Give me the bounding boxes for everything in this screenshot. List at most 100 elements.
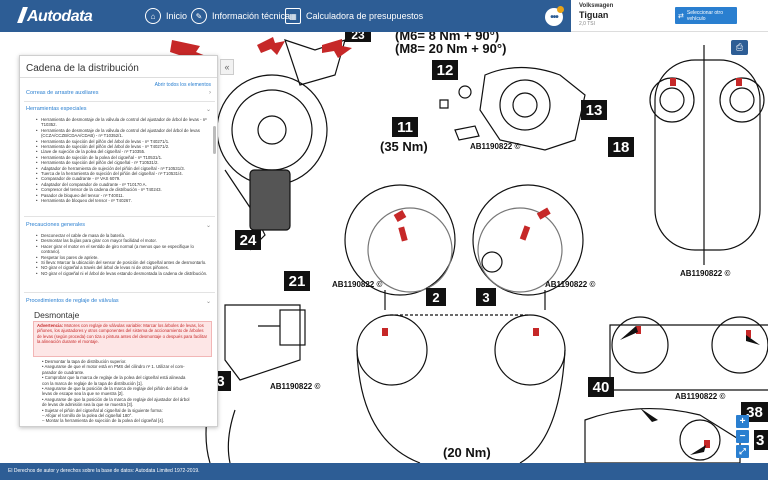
ref-code-3: AB1190822 © xyxy=(332,280,383,289)
nav-technical-info[interactable]: ✎ Información técnica xyxy=(191,6,290,26)
calculator-icon: ▦ xyxy=(285,8,301,24)
callout-24: 24 xyxy=(235,230,261,250)
torque-20nm: (20 Nm) xyxy=(443,445,491,460)
procedure-panel: Cadena de la distribución Abrir todos lo… xyxy=(19,55,218,427)
chevron-right-icon: › xyxy=(209,90,211,96)
plus-icon: + xyxy=(739,416,746,427)
list-item: Herramienta de sujeción del piñón del ár… xyxy=(36,139,212,145)
list-item: parador de cuadrante. xyxy=(42,369,85,375)
panel-scrollbar[interactable] xyxy=(213,126,216,154)
list-item: Desconectar el cable de masa de la bater… xyxy=(36,233,212,239)
fit-screen-button[interactable]: ⤢ xyxy=(736,445,749,458)
wrench-icon: ✎ xyxy=(191,8,207,24)
expand-icon: ⤢ xyxy=(739,446,746,456)
list-item: de levas de admisión sea la que se muest… xyxy=(42,402,134,408)
list-item: NO girar el cigüeñal a través del árbol … xyxy=(36,265,212,271)
select-vehicle-button[interactable]: ⇄ Seleccionar otro vehículo xyxy=(675,7,737,24)
list-item: Desmontar las bujías para girar con mayo… xyxy=(36,238,212,244)
list-item: Herramienta de sujeción del piñón del ár… xyxy=(36,144,212,150)
list-item: Herramienta de desmontaje de la válvula … xyxy=(36,128,212,139)
warning-text: Motores con reglaje de válvulas variable… xyxy=(37,323,208,345)
section-general-precautions[interactable]: Precauciones generales ⌄ xyxy=(26,222,211,229)
callout-40: 40 xyxy=(588,377,614,397)
callout-21: 21 xyxy=(284,271,310,291)
torque-35nm: (35 Nm) xyxy=(380,139,428,154)
zoom-in-button[interactable]: + xyxy=(736,415,749,428)
list-item: Herramienta de sujeción de la polea del … xyxy=(36,155,212,161)
section-accessory-belts[interactable]: Correas de arrastre auxiliares › xyxy=(26,90,211,96)
notification-badge xyxy=(557,6,564,13)
swap-icon: ⇄ xyxy=(678,12,684,20)
list-item: Herramienta de sujeción del piñón del ci… xyxy=(36,160,212,166)
list-item: Llave de sujeción de la polea del cigüeñ… xyxy=(36,149,212,155)
camshaft-gear-left xyxy=(216,74,328,186)
list-item: – Afojar el tornillo de la polea del cig… xyxy=(42,413,133,419)
section-divider xyxy=(24,101,215,102)
top-bar: Autodata ⌂ Inicio ✎ Información técnica … xyxy=(0,0,768,32)
panel-divider xyxy=(20,77,217,78)
ref-code-4: AB1190822 © xyxy=(545,280,596,289)
callout-2: 2 xyxy=(426,288,446,306)
callout-11: 11 xyxy=(392,117,418,137)
callout-18: 18 xyxy=(608,137,634,157)
torque-m8: (M8= 20 Nm + 90°) xyxy=(395,41,507,56)
list-item: • Asegurarse de que la posición de la ma… xyxy=(42,386,189,392)
ref-code-6: AB1190822 © xyxy=(675,392,726,401)
special-tools-list: Herramienta de desmontaje de la válvula … xyxy=(36,117,212,204)
list-item: con la marca de reglaje de la tapa de di… xyxy=(42,380,143,386)
removal-heading: Desmontaje xyxy=(34,310,80,320)
vehicle-panel: Volkswagen Tiguan 2,0 TSI ⇄ Seleccionar … xyxy=(571,0,768,32)
vehicle-make: Volkswagen xyxy=(579,3,614,9)
ref-code-1: AB1190822 © xyxy=(470,142,521,151)
section-divider xyxy=(24,292,215,293)
callout-3-edge: 3 xyxy=(754,430,768,450)
list-item: • Desmontar la tapa de distribución supe… xyxy=(42,359,127,364)
autodata-logo[interactable]: Autodata xyxy=(17,7,93,26)
warning-box: Advertencia: Motores con reglaje de válv… xyxy=(33,321,212,357)
list-item: Herramienta de bloqueo del tensor - nº T… xyxy=(36,198,212,204)
list-item: Tuerca de la herramienta de sujeción del… xyxy=(36,171,212,177)
warning-label: Advertencia: xyxy=(37,323,64,328)
nav-technical-info-label: Información técnica xyxy=(212,11,291,21)
footer-bar: El Derechos de autor y derechos sobre la… xyxy=(0,463,768,480)
removal-steps: • Desmontar la tapa de distribución supe… xyxy=(42,359,212,424)
list-item: NO girar el cigüeñal ni el árbol de leva… xyxy=(36,271,212,277)
print-icon: ⎙ xyxy=(735,42,744,52)
section-special-tools[interactable]: Herramientas especiales ⌄ xyxy=(26,106,211,113)
callout-23: 23 xyxy=(345,32,371,42)
collapse-panel-button[interactable]: « xyxy=(220,59,234,75)
expand-all-link[interactable]: Abrir todos los elementos xyxy=(154,82,211,88)
list-item: Respetar los pares de apriete. xyxy=(36,255,212,261)
copyright-text: El Derechos de autor y derechos sobre la… xyxy=(8,468,200,474)
vehicle-model: Tiguan xyxy=(579,10,609,20)
list-item: • Comprobar que la marca de reglaje de l… xyxy=(42,375,186,381)
ref-code-2: AB1190822 © xyxy=(680,269,731,278)
list-item: Si lleva: Marcar la ubicación del sensor… xyxy=(36,260,212,266)
chevron-down-icon: ⌄ xyxy=(205,223,211,229)
nav-calculator-label: Calculadora de presupuestos xyxy=(306,11,424,21)
list-item: • Sujetar el piñón del cigüeñal al cigüe… xyxy=(42,407,163,413)
list-item: • Asegurarse de que la posición de la ma… xyxy=(42,396,190,402)
torque-m6: (M6= 8 Nm + 90°) xyxy=(395,32,500,43)
list-item: Compresor del tensor de la cadena de dis… xyxy=(36,187,212,193)
zoom-out-button[interactable]: − xyxy=(736,430,749,443)
list-item: Adaptador del comparador de cuadrante - … xyxy=(36,182,212,188)
list-item: levas de escape sea la que se muestra [2… xyxy=(42,391,124,397)
list-item: – Montar la herramienta de sujeción de l… xyxy=(42,418,165,424)
print-button[interactable]: ⎙ xyxy=(731,40,748,55)
chevron-down-icon: ⌄ xyxy=(205,299,211,305)
vehicle-engine: 2,0 TSI xyxy=(579,21,596,27)
nav-calculator[interactable]: ▦ Calculadora de presupuestos xyxy=(285,6,423,26)
callout-13: 13 xyxy=(581,100,607,120)
chevron-down-icon: ⌄ xyxy=(205,107,211,113)
section-valve-timing[interactable]: Procedimientos de reglaje de válvulas ⌄ xyxy=(26,298,211,305)
ref-code-5: AB1190822 © xyxy=(270,382,321,391)
home-icon: ⌂ xyxy=(145,8,161,24)
precautions-list: Desconectar el cable de masa de la bater… xyxy=(36,233,212,277)
list-item: Pasador de bloqueo del tensor - nº T4001… xyxy=(36,193,212,199)
callout-3: 3 xyxy=(476,288,496,306)
nav-home[interactable]: ⌂ Inicio xyxy=(145,6,187,26)
panel-title: Cadena de la distribución xyxy=(26,63,139,74)
list-item: Herramienta de desmontaje de la válvula … xyxy=(36,117,212,128)
list-item: • Asegurarse de que el motor está en PMS… xyxy=(42,364,185,370)
